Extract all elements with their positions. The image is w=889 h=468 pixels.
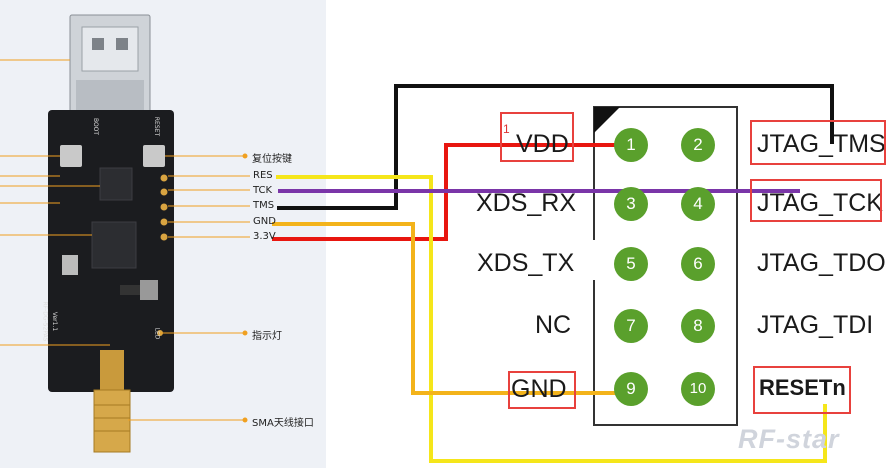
highlight-jtag-tck	[750, 179, 882, 222]
silk-reset: RESET	[153, 116, 161, 137]
label-leaders	[128, 153, 250, 423]
highlight-gnd	[508, 371, 576, 409]
main-chip	[91, 221, 137, 269]
pad-tms	[160, 203, 168, 211]
pad-res	[160, 174, 168, 182]
pad-3v3	[160, 233, 168, 241]
silk-version: Ver1.1	[51, 311, 59, 332]
v33-label: 3.3V	[253, 231, 276, 242]
signal-jtag-tck: JTAG_TCK	[757, 189, 883, 217]
pin-4: 4	[681, 187, 715, 221]
pin-5: 5	[614, 247, 648, 281]
sma-label: SMA天线接口	[252, 418, 314, 429]
sma-connector	[100, 350, 124, 394]
pin-1: 1	[614, 128, 648, 162]
pad-gnd	[160, 218, 168, 226]
rf-star-logo: RF-star	[738, 424, 840, 454]
indicator-label: 指示灯	[252, 331, 282, 342]
tms-label: TMS	[253, 200, 275, 211]
signal-jtag-tms: JTAG_TMS	[757, 130, 886, 158]
pin-8: 8	[681, 309, 715, 343]
tck-label: TCK	[253, 185, 273, 196]
pin1-indicator	[594, 107, 620, 133]
reset-button-label: 复位按键	[252, 154, 292, 165]
signal-vdd: VDD	[516, 130, 569, 158]
pin-10: 10	[681, 372, 715, 406]
reset-button	[143, 145, 165, 167]
wire-res	[276, 175, 827, 463]
signal-jtag-tdo: JTAG_TDO	[757, 249, 886, 277]
pin1-number-mark: 1	[503, 122, 510, 136]
signal-xds-tx: XDS_TX	[477, 249, 575, 277]
signal-resetn: RESETn	[759, 375, 846, 400]
signal-gnd: GND	[511, 375, 567, 403]
silk-boot: BOOT	[92, 117, 100, 136]
silk-model: RF-DG-52PAS	[41, 301, 49, 342]
pin-2: 2	[681, 128, 715, 162]
pin-6: 6	[681, 247, 715, 281]
wire-tms	[277, 84, 834, 210]
gnd-label: GND	[253, 216, 276, 227]
signal-nc: NC	[535, 311, 572, 339]
signal-jtag-tdi: JTAG_TDI	[757, 311, 874, 339]
silk-led: LED	[153, 327, 161, 340]
pin-9: 9	[614, 372, 648, 406]
highlight-resetn	[753, 366, 851, 414]
mcu-chip	[99, 167, 133, 201]
res-label: RES	[253, 170, 273, 181]
signal-xds-rx: XDS_RX	[476, 189, 577, 217]
wire-gnd	[272, 222, 628, 395]
highlight-jtag-tms	[750, 120, 886, 165]
pin-3: 3	[614, 187, 648, 221]
pad-tck	[160, 188, 168, 196]
highlight-vdd	[500, 112, 574, 162]
boot-button	[60, 145, 82, 167]
pin-7: 7	[614, 309, 648, 343]
